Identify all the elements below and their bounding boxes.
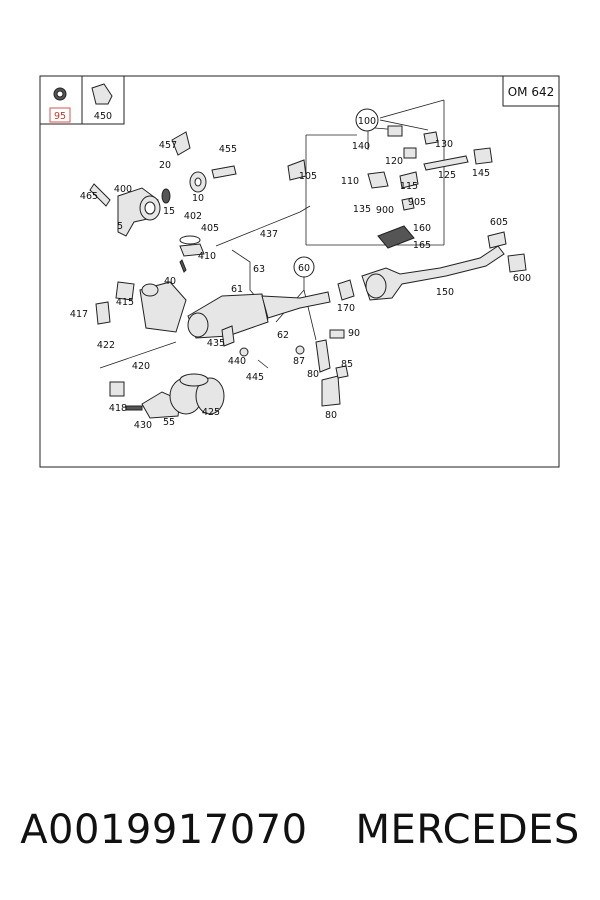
product-caption: A0019917070 MERCEDES [0,800,600,860]
turbo-elbow-group [89,131,237,273]
label-420: 420 [132,361,150,372]
label-417: 417 [70,309,88,320]
label-430: 430 [134,420,152,431]
label-402: 402 [184,211,202,222]
label-435: 435 [207,338,225,349]
diagram-svg: 95 450 OM 642 100 60 [39,75,560,468]
particulate-filter-61 [187,291,331,339]
label-120: 120 [385,156,403,167]
lower-middle-parts [221,325,349,407]
label-80a: 80 [307,369,319,380]
label-15: 15 [163,206,175,217]
label-55: 55 [163,417,175,428]
label-170: 170 [337,303,355,314]
callout-100-lines [305,99,445,246]
label-445: 445 [246,372,264,383]
label-125: 125 [438,170,456,181]
label-40: 40 [164,276,176,287]
label-10: 10 [192,193,204,204]
label-145: 145 [472,168,490,179]
label-160: 160 [413,223,431,234]
label-62: 62 [277,330,289,341]
label-5: 5 [117,221,123,232]
label-110: 110 [341,176,359,187]
callout-60: 60 [298,263,310,274]
clamp-icon [53,87,67,101]
brand-name: MERCEDES [355,807,580,853]
label-85: 85 [341,359,353,370]
label-165: 165 [413,240,431,251]
label-605: 605 [490,217,508,228]
label-905: 905 [408,197,426,208]
label-425: 425 [202,407,220,418]
callout-100: 100 [358,116,376,127]
label-418: 418 [109,403,127,414]
label-61: 61 [231,284,243,295]
label-87: 87 [293,356,305,367]
hangers-group [287,125,493,211]
label-140: 140 [352,141,370,152]
label-130: 130 [435,139,453,150]
label-20: 20 [159,160,171,171]
rear-pipe-150 [337,225,527,301]
label-115: 115 [400,181,418,192]
label-600: 600 [513,273,531,284]
label-415: 415 [116,297,134,308]
label-90: 90 [348,328,360,339]
callout-100-circle [355,108,379,132]
label-105: 105 [299,171,317,182]
label-80b: 80 [325,410,337,421]
highlighted-part-label: 95 [54,111,66,122]
label-465: 465 [80,191,98,202]
callout-60-circle [293,256,315,278]
part-labels: 457 455 20 400 465 15 10 5 402 405 437 4… [70,139,531,431]
label-900: 900 [376,205,394,216]
label-400: 400 [114,184,132,195]
engine-label: OM 642 [508,85,555,99]
label-457: 457 [159,140,177,151]
lower-left-parts [95,301,225,419]
label-150: 150 [436,287,454,298]
exploded-parts-diagram: 95 450 OM 642 100 60 [39,75,560,468]
part-number: A0019917070 [20,807,308,853]
label-410: 410 [198,251,216,262]
highlighted-part-box [49,107,71,123]
sensor-line-437 [215,205,311,247]
bracket-icon [91,83,113,105]
label-422: 422 [97,340,115,351]
label-440: 440 [228,356,246,367]
label-405: 405 [201,223,219,234]
label-437: 437 [260,229,278,240]
label-135: 135 [353,204,371,215]
label-455: 455 [219,144,237,155]
label-63: 63 [253,264,265,275]
legend-label-450: 450 [94,111,112,122]
catalyst-40 [115,281,187,333]
engine-label-box [502,75,560,107]
